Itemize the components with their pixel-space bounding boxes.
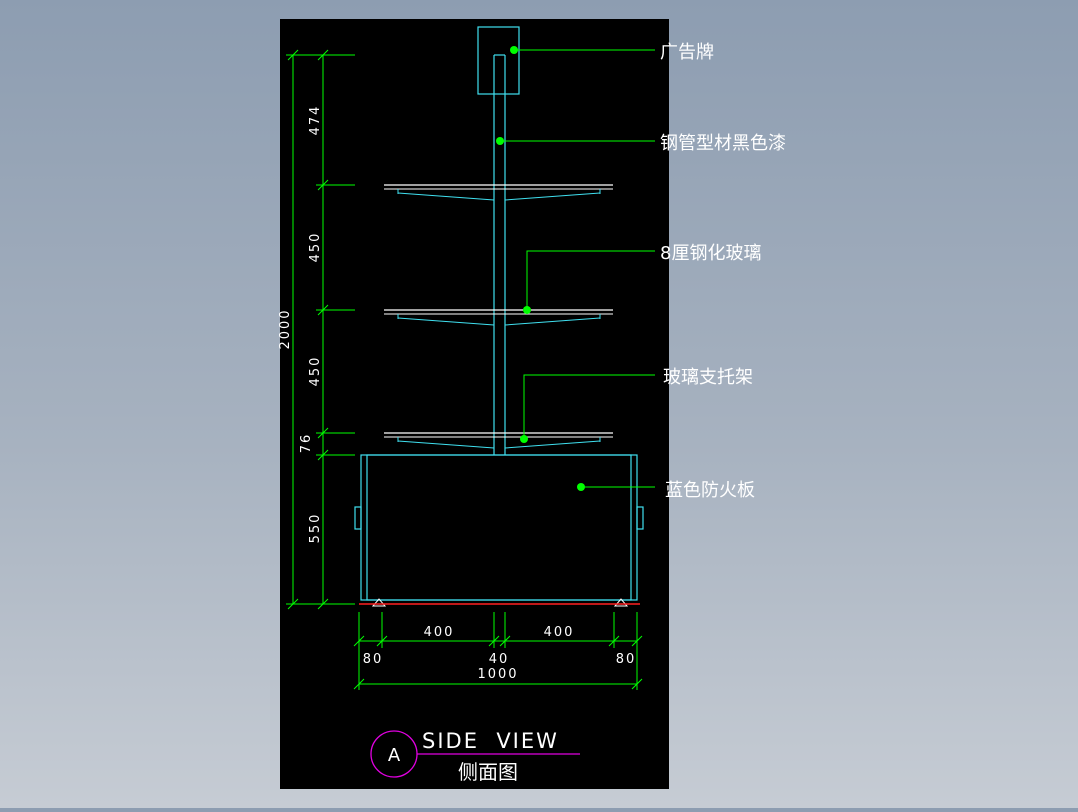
view-marker-letter: A xyxy=(388,745,401,766)
dim-right-edge: 80 xyxy=(616,652,637,667)
callout-dots xyxy=(496,46,585,491)
dim-total-width: 1000 xyxy=(477,667,518,682)
glass-shelf-top xyxy=(384,184,613,201)
dim-gap: 76 xyxy=(299,433,314,454)
drawing-sheet xyxy=(280,19,669,789)
steel-pipe xyxy=(493,54,506,455)
dim-lower-shelf: 450 xyxy=(308,356,323,387)
callout-bracket: 玻璃支托架 xyxy=(663,367,753,388)
vertical-dimensions xyxy=(286,49,355,610)
leveling-feet xyxy=(371,598,629,607)
view-title: SIDE VIEW xyxy=(422,729,559,753)
dim-total-height: 2000 xyxy=(278,308,293,349)
cabinet-base xyxy=(354,454,644,601)
dim-left-edge: 80 xyxy=(363,652,384,667)
dim-upper-shelf: 450 xyxy=(308,232,323,263)
glass-shelf-middle xyxy=(384,309,613,326)
callout-board: 蓝色防火板 xyxy=(665,480,755,501)
dim-left-span: 400 xyxy=(424,625,455,640)
view-title-cn: 侧面图 xyxy=(458,760,518,784)
callout-sign: 广告牌 xyxy=(660,42,714,63)
sign-board xyxy=(477,26,520,95)
dim-cabinet: 550 xyxy=(308,513,323,544)
callout-leaders xyxy=(500,49,655,488)
horizontal-dimensions xyxy=(353,612,643,690)
callout-pipe: 钢管型材黑色漆 xyxy=(660,133,786,154)
glass-shelf-bottom xyxy=(384,432,613,449)
dim-top: 474 xyxy=(308,105,323,136)
callout-glass: 8厘钢化玻璃 xyxy=(660,243,762,264)
dim-right-span: 400 xyxy=(544,625,575,640)
dim-center: 40 xyxy=(489,652,510,667)
